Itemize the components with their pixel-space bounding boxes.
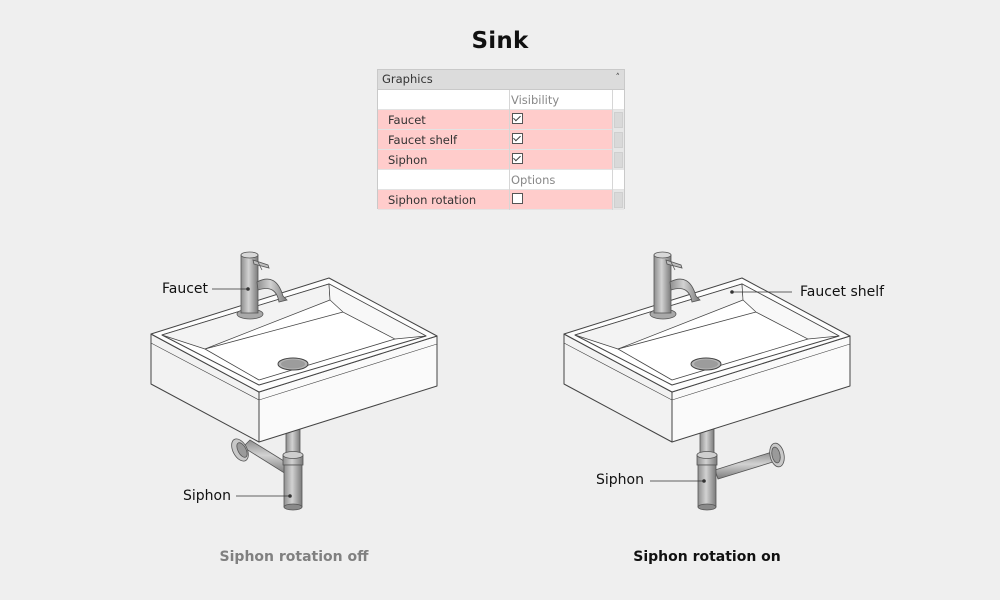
param-row-siphon: Siphon [378, 150, 624, 170]
row-scroll-handle [612, 150, 624, 170]
caption-siphon-rotation-on: Siphon rotation on [633, 549, 781, 565]
faucet-shelf-leader-dot [730, 290, 734, 294]
faucet-visibility-checkbox[interactable] [512, 113, 523, 124]
caption-siphon-rotation-off: Siphon rotation off [219, 549, 369, 565]
basin-right [563, 277, 851, 443]
callout-faucet-shelf-right: Faucet shelf [800, 284, 885, 300]
param-row-faucet: Faucet [378, 110, 624, 130]
group-label-visibility: Visibility [511, 93, 560, 107]
param-row-siphon-rotation: Siphon rotation [378, 190, 624, 210]
param-name-faucet-shelf: Faucet shelf [388, 133, 458, 147]
group-row-visibility: Visibility [378, 90, 624, 110]
group-row-options: Options [378, 170, 624, 190]
faucet-leader-dot-left [246, 287, 250, 291]
param-row-faucet-shelf: Faucet shelf [378, 130, 624, 150]
faucet-right [649, 251, 701, 320]
param-name-faucet: Faucet [388, 113, 426, 127]
row-scroll-handle [612, 110, 624, 130]
graphics-properties-panel: Graphics ˄ Visibility Faucet Faucet shel… [377, 69, 625, 210]
panel-header-label: Graphics [382, 72, 433, 86]
faucet-left [236, 251, 288, 320]
sink-right [563, 251, 851, 511]
faucet-shelf-visibility-checkbox[interactable] [512, 133, 523, 144]
callout-faucet-left: Faucet [162, 281, 209, 297]
row-scroll-handle [612, 190, 624, 210]
diagram-title: Sink [471, 28, 529, 54]
panel-header[interactable]: Graphics ˄ [378, 70, 624, 90]
collapse-icon[interactable]: ˄ [615, 73, 621, 83]
siphon-right [696, 424, 785, 511]
siphon-leader-dot-right [702, 479, 706, 483]
callout-siphon-right: Siphon [596, 472, 644, 488]
siphon-visibility-checkbox[interactable] [512, 153, 523, 164]
param-name-siphon-rotation: Siphon rotation [388, 193, 477, 207]
siphon-rotation-checkbox[interactable] [512, 193, 523, 204]
row-scroll-handle [612, 130, 624, 150]
callout-siphon-left: Siphon [183, 488, 231, 504]
sink-left [150, 251, 438, 511]
siphon-leader-dot-left [288, 494, 292, 498]
param-name-siphon: Siphon [388, 153, 428, 167]
group-label-options: Options [511, 173, 556, 187]
basin-left [150, 277, 438, 443]
